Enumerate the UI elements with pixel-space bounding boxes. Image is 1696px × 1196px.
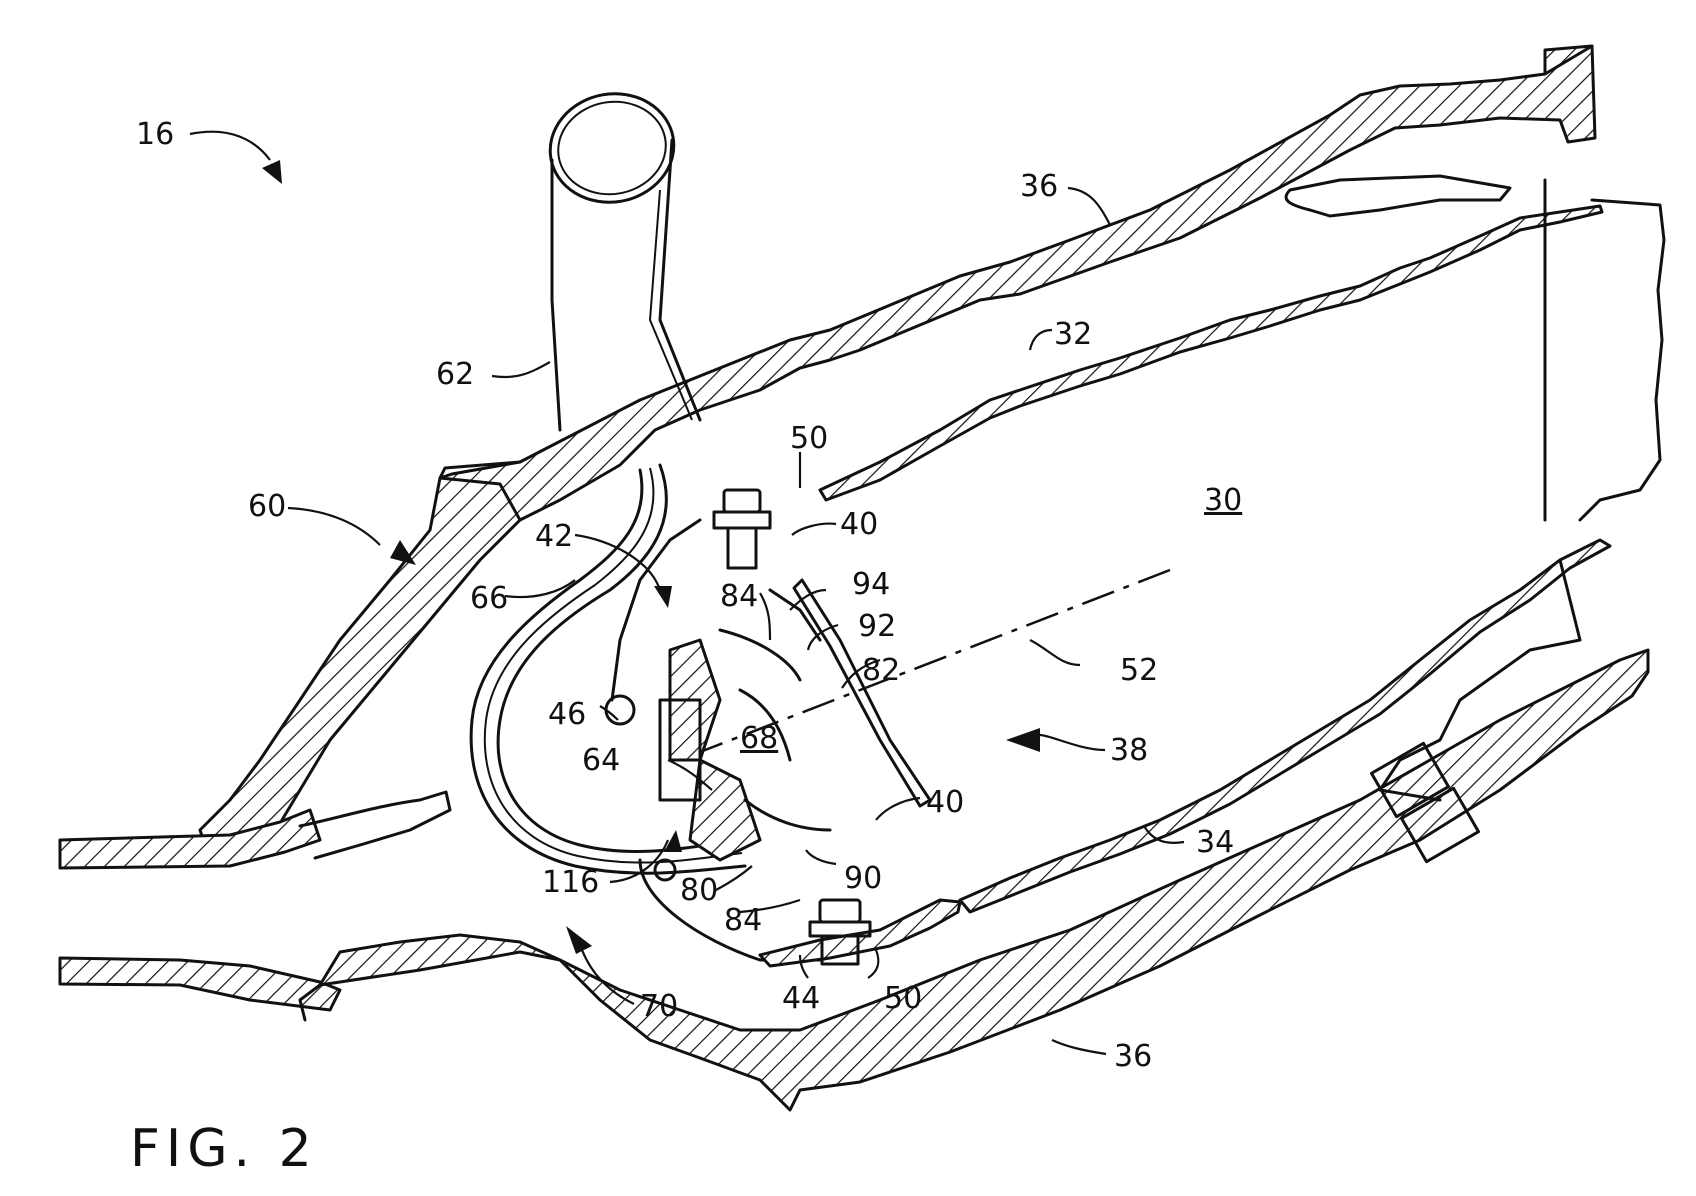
bolt-50-top [714, 490, 770, 568]
label-46: 46 [548, 697, 586, 732]
label-62: 62 [436, 357, 474, 392]
label-52: 52 [1120, 653, 1158, 688]
label-16: 16 [136, 117, 174, 152]
inner-support-structure-60 [60, 478, 520, 1010]
label-34: 34 [1196, 825, 1234, 860]
label-30: 30 [1204, 483, 1242, 518]
label-84-bottom: 84 [724, 903, 762, 938]
label-50-top: 50 [790, 421, 828, 456]
fuel-nozzle-stem-62 [542, 84, 700, 430]
label-60: 60 [248, 489, 286, 524]
label-92: 92 [858, 609, 896, 644]
label-36-top: 36 [1020, 169, 1058, 204]
outer-casing-bottom [300, 650, 1648, 1110]
label-38: 38 [1110, 733, 1148, 768]
inner-liner-top-32 [820, 176, 1664, 520]
label-50-bottom: 50 [884, 981, 922, 1016]
label-116: 116 [542, 865, 599, 900]
label-32: 32 [1054, 317, 1092, 352]
label-68: 68 [740, 721, 778, 756]
label-44: 44 [782, 981, 820, 1016]
label-36-bottom: 36 [1114, 1039, 1152, 1074]
outer-casing-top [440, 46, 1595, 600]
label-84-top: 84 [720, 579, 758, 614]
label-64: 64 [582, 743, 620, 778]
label-82: 82 [862, 653, 900, 688]
label-42: 42 [535, 519, 573, 554]
figure-caption: FIG. 2 [130, 1119, 318, 1179]
label-40-top: 40 [840, 507, 878, 542]
label-66: 66 [470, 581, 508, 616]
label-90: 90 [844, 861, 882, 896]
label-70: 70 [640, 989, 678, 1024]
label-94: 94 [852, 567, 890, 602]
label-80: 80 [680, 873, 718, 908]
label-40-bottom: 40 [926, 785, 964, 820]
